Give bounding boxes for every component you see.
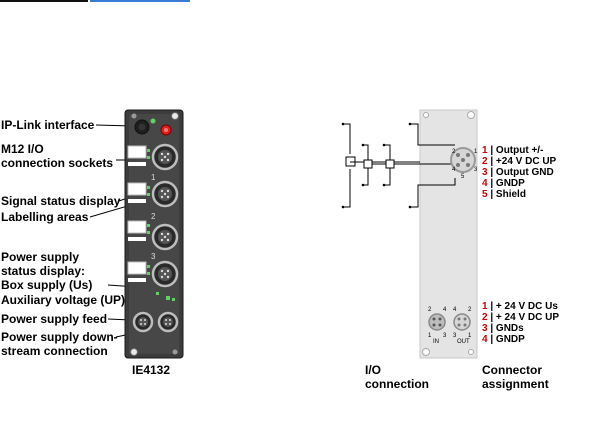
socket-row-0 xyxy=(127,143,179,171)
power-in-pin-b: 4 xyxy=(443,307,447,313)
io-pin-row-4: 4 | GNDP xyxy=(482,178,525,189)
label-aux-voltage: Auxiliary voltage (UP) xyxy=(1,293,126,307)
power-pin-row-2: 2 | + 24 V DC UP xyxy=(482,312,560,323)
power-pin-text-3: GNDs xyxy=(495,323,524,334)
socket-row-3 xyxy=(127,260,179,288)
io-pin-row-2: 2 | +24 V DC UP xyxy=(482,156,557,167)
power-pin-num-2: 2 xyxy=(482,312,488,323)
io-pin-num-4: 4 xyxy=(482,178,488,189)
label-power-feed: Power supply feed xyxy=(1,312,108,326)
label-power-supply: Power supply xyxy=(1,250,80,264)
socket-number-2: 2 xyxy=(151,212,156,221)
power-pin-text-2: + 24 V DC UP xyxy=(495,312,560,323)
power-in-label: IN xyxy=(433,339,439,345)
connector-caption-line-2: assignment xyxy=(482,377,549,391)
io-pin-text-2: +24 V DC UP xyxy=(495,156,557,167)
power-in-pin-c: 1 xyxy=(428,333,432,339)
power-pin-num-4: 4 xyxy=(482,334,488,345)
label-status-display: status display: xyxy=(1,264,86,278)
label-signal-status: Signal status display xyxy=(1,194,121,208)
label-iplink: IP-Link interface xyxy=(1,118,95,132)
power-pin-num-1: 1 xyxy=(482,301,488,312)
m12-pinout-socket xyxy=(450,147,476,173)
connector-caption-line-1: Connector xyxy=(482,363,542,377)
m12-pin-5: 5 xyxy=(461,174,465,180)
io-pin-num-1: 1 xyxy=(482,145,488,156)
io-schematic-dots xyxy=(341,122,412,209)
io-pin-text-1: Output +/- xyxy=(495,145,544,156)
label-downstream-2: stream connection xyxy=(1,344,108,358)
label-m12: M12 I/O xyxy=(1,142,44,156)
io-schematic xyxy=(343,123,456,208)
io-pin-row-1: 1 | Output +/- xyxy=(482,145,544,156)
top-rule-black xyxy=(0,0,88,2)
m12-pin-3: 3 xyxy=(474,167,478,173)
io-pin-row-3: 3 | Output GND xyxy=(482,167,554,178)
power-pin-text-4: GNDP xyxy=(495,334,525,345)
io-caption-line-2: connection xyxy=(365,377,430,391)
io-caption-line-1: I/O xyxy=(365,363,382,377)
m12-pin-4: 4 xyxy=(452,167,456,173)
m12-pin-2: 2 xyxy=(452,149,456,155)
socket-number-1: 1 xyxy=(151,173,156,182)
io-pin-num-3: 3 xyxy=(482,167,488,178)
io-pin-row-5: 5 | Shield xyxy=(482,189,526,200)
label-labelling: Labelling areas xyxy=(1,210,89,224)
power-out-label: OUT xyxy=(457,339,470,345)
device-caption: IE4132 xyxy=(132,363,171,377)
label-sockets: connection sockets xyxy=(1,156,114,170)
io-pin-text-5: Shield xyxy=(495,189,526,200)
power-out-pin-b: 2 xyxy=(468,307,472,313)
power-feed-connector xyxy=(132,311,154,333)
power-status-leds xyxy=(156,292,175,301)
socket-row-1 xyxy=(127,180,179,208)
io-pin-text-3: Output GND xyxy=(495,167,554,178)
label-box-supply: Box supply (Us) xyxy=(1,278,93,292)
socket-number-3: 3 xyxy=(151,252,156,261)
power-pin-text-1: + 24 V DC Us xyxy=(495,301,558,312)
power-out-pin-c: 3 xyxy=(453,333,457,339)
power-out-pinout xyxy=(453,313,471,331)
power-pin-row-4: 4 | GNDP xyxy=(482,334,525,345)
power-in-pin-a: 2 xyxy=(428,307,432,313)
socket-row-2 xyxy=(127,220,179,251)
power-pin-row-1: 1 | + 24 V DC Us xyxy=(482,301,558,312)
iplink-interface xyxy=(134,118,172,136)
power-pin-row-3: 3 | GNDs xyxy=(482,323,524,334)
io-pin-num-5: 5 xyxy=(482,189,488,200)
io-pin-num-2: 2 xyxy=(482,156,488,167)
power-in-pin-d: 3 xyxy=(443,333,447,339)
power-out-pin-a: 4 xyxy=(453,307,457,313)
power-downstream-connector xyxy=(157,311,179,333)
power-in-pinout xyxy=(428,313,446,331)
top-rule-link[interactable] xyxy=(90,0,190,2)
m12-pin-1: 1 xyxy=(474,149,478,155)
io-pin-text-4: GNDP xyxy=(495,178,525,189)
power-pin-num-3: 3 xyxy=(482,323,488,334)
power-out-pin-d: 1 xyxy=(468,333,472,339)
label-downstream-1: Power supply down- xyxy=(1,330,118,344)
